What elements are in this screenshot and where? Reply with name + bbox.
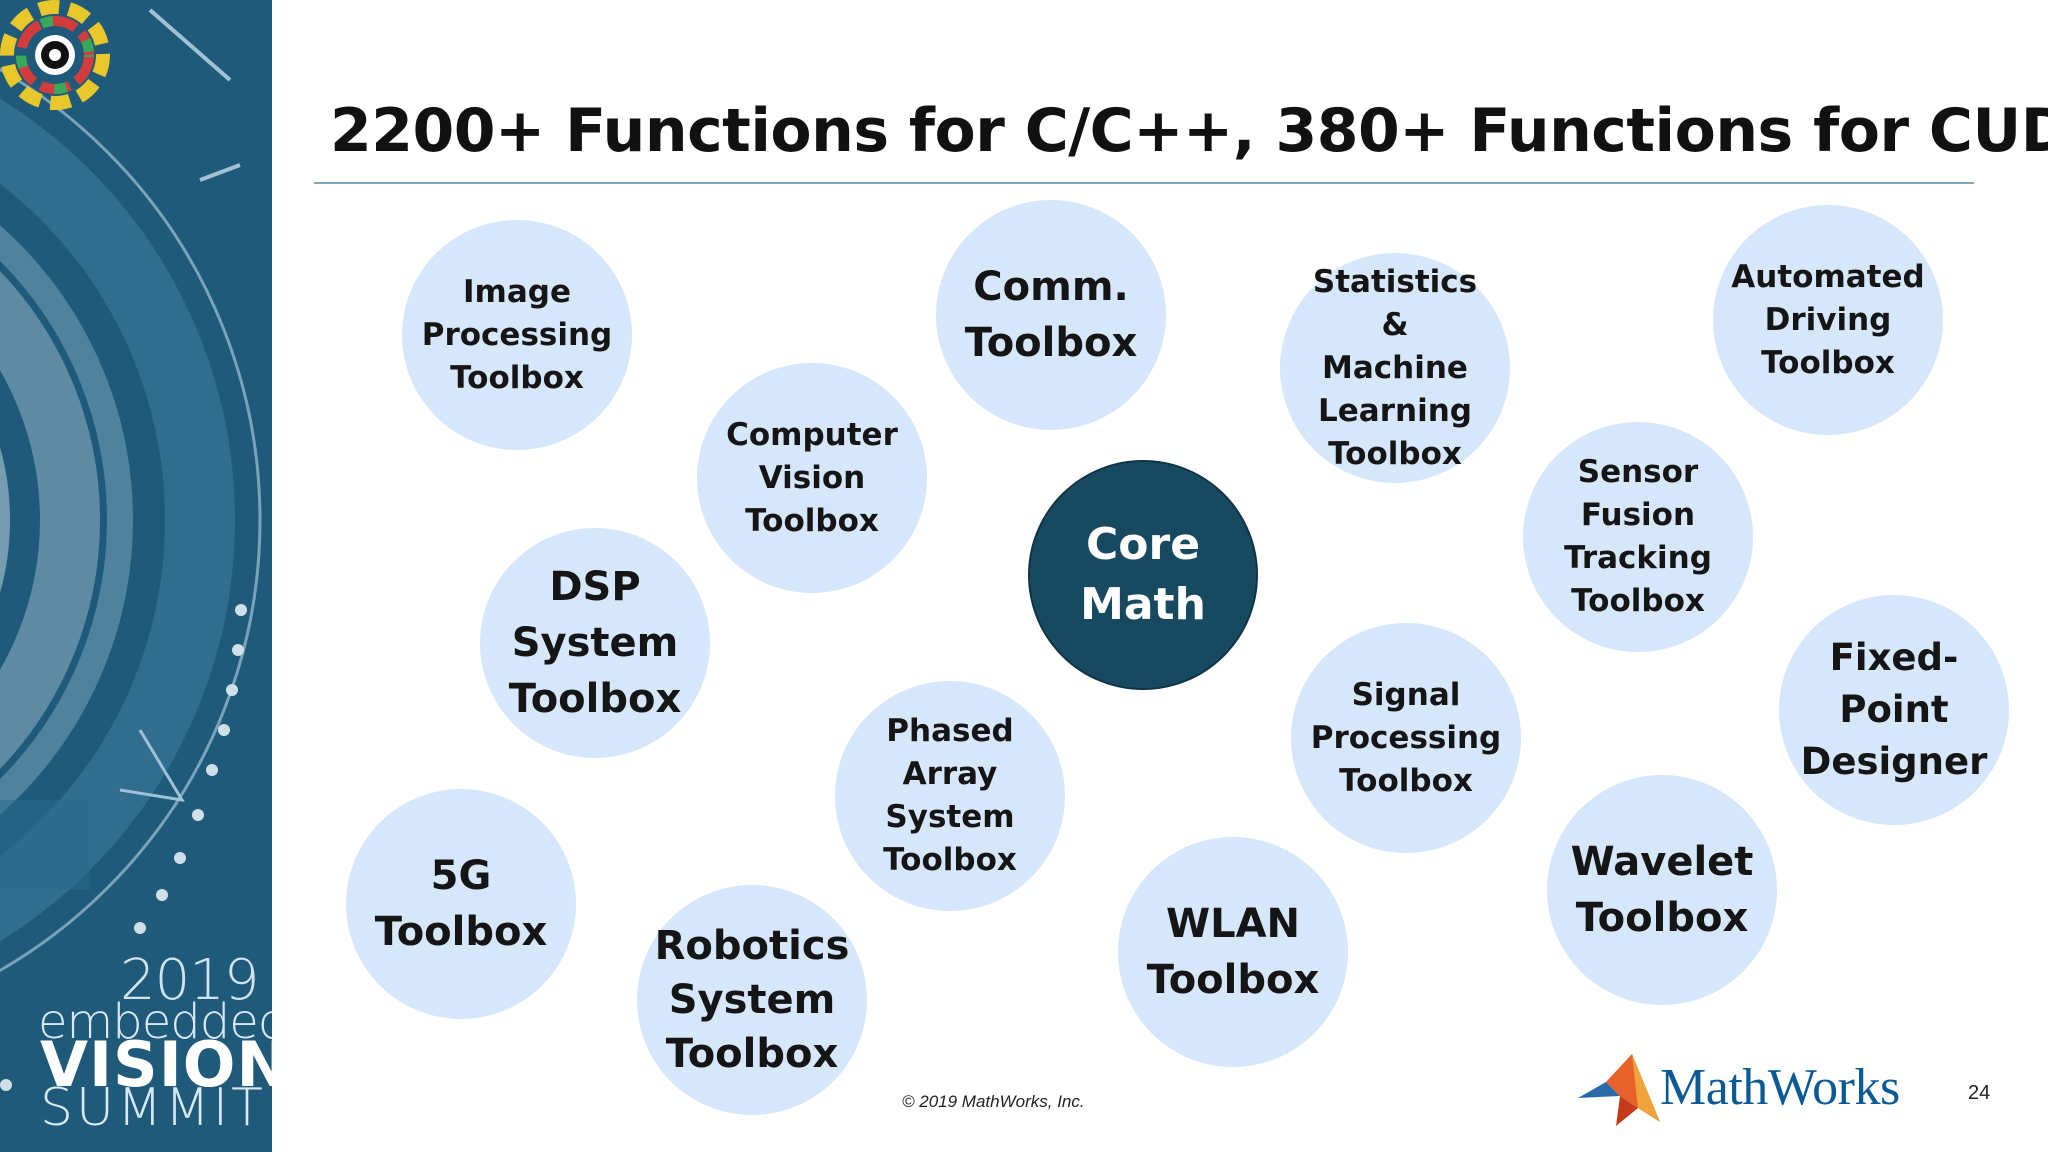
bubble-dsp-system: DSP System Toolbox — [480, 528, 710, 758]
bubble-fixed-point: Fixed- Point Designer — [1779, 595, 2009, 825]
bubble-computer-vision: Computer Vision Toolbox — [697, 363, 927, 593]
bubble-label: Computer Vision Toolbox — [726, 414, 898, 543]
page-number: 24 — [1968, 1082, 1990, 1105]
bubble-label: Signal Processing Toolbox — [1311, 674, 1502, 803]
bubble-label: WLAN Toolbox — [1147, 896, 1320, 1008]
bubble-automated-driving: Automated Driving Toolbox — [1713, 205, 1943, 435]
title-divider — [314, 182, 1974, 184]
event-side-panel: 2019 embedded VISION SUMMIT — [0, 0, 272, 1152]
bubble-label: Fixed- Point Designer — [1801, 632, 1988, 788]
bubble-label: Robotics System Toolbox — [655, 919, 850, 1081]
bubble-label: Image Processing Toolbox — [422, 271, 613, 400]
footer-copyright: © 2019 MathWorks, Inc. — [902, 1092, 1085, 1112]
bubble-5g: 5G Toolbox — [346, 789, 576, 1019]
bubble-core-math: Core Math — [1028, 460, 1258, 690]
mathworks-logo-text: MathWorks — [1660, 1058, 1900, 1117]
bubble-sensor-fusion: Sensor Fusion Tracking Toolbox — [1523, 422, 1753, 652]
bubble-label: DSP System Toolbox — [509, 559, 682, 727]
mathworks-membrane-logo-icon — [1576, 1052, 1662, 1128]
bubble-label: 5G Toolbox — [375, 848, 548, 960]
bubble-label: Core Math — [1080, 515, 1206, 635]
bubble-label: Phased Array System Toolbox — [883, 710, 1017, 882]
bubble-wavelet: Wavelet Toolbox — [1547, 775, 1777, 1005]
bubble-statistics-ml: Statistics & Machine Learning Toolbox — [1280, 253, 1510, 483]
bubble-image-processing: Image Processing Toolbox — [402, 220, 632, 450]
bubble-phased-array: Phased Array System Toolbox — [835, 681, 1065, 911]
bubble-signal-processing: Signal Processing Toolbox — [1291, 623, 1521, 853]
event-logo-icon — [0, 0, 110, 110]
bubble-robotics-system: Robotics System Toolbox — [637, 885, 867, 1115]
bubble-wlan: WLAN Toolbox — [1118, 837, 1348, 1067]
bubble-label: Automated Driving Toolbox — [1731, 256, 1924, 385]
bubble-label: Statistics & Machine Learning Toolbox — [1313, 261, 1477, 476]
slide-title: 2200+ Functions for C/C++, 380+ Function… — [330, 96, 2048, 166]
bubble-comm: Comm. Toolbox — [936, 200, 1166, 430]
event-name-line3: SUMMIT — [40, 1078, 266, 1138]
bubble-label: Comm. Toolbox — [965, 259, 1138, 371]
bubble-label: Wavelet Toolbox — [1571, 834, 1754, 946]
bubble-label: Sensor Fusion Tracking Toolbox — [1564, 451, 1712, 623]
